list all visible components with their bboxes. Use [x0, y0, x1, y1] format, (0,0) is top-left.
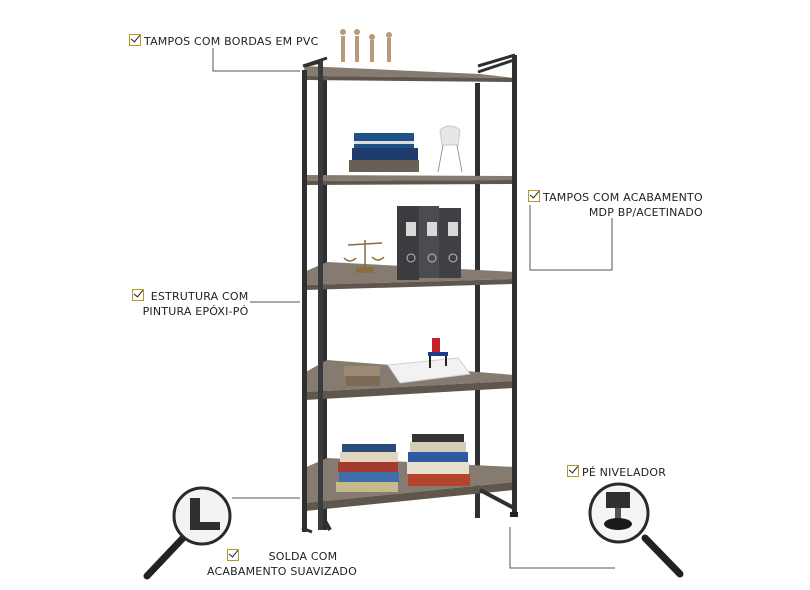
shelf-top: [302, 53, 516, 82]
chair-model: [437, 125, 463, 173]
book-stack-right: [407, 434, 470, 486]
label-pe-nivelador: PÉ NIVELADOR: [567, 465, 666, 479]
check-icon: [129, 34, 141, 46]
label-tampos-bordas: TAMPOS COM BORDAS EM PVC: [129, 34, 319, 48]
balance-scale: [343, 240, 385, 273]
check-icon: [528, 190, 540, 202]
magnifier-foot-detail: [588, 482, 684, 578]
check-icon: [132, 289, 144, 301]
shelf-2: [304, 175, 515, 185]
binders: [397, 206, 461, 280]
label-tampos-acabamento: TAMPOS COM ACABAMENTO MDP BP/ACETINADO: [528, 190, 703, 220]
radio-object: [344, 366, 380, 386]
check-icon: [226, 549, 239, 561]
callout-lines: [212, 48, 615, 569]
check-icon: [567, 465, 579, 477]
book-and-chair: [387, 338, 471, 384]
wooden-figurines: [340, 29, 392, 62]
magnifier-weld-detail: [143, 486, 232, 580]
book-stack-shelf2: [349, 133, 419, 172]
label-estrutura: ESTRUTURA COM PINTURA EPÓXI-PÓ: [132, 289, 248, 319]
book-stack-left: [336, 444, 399, 492]
label-solda: SOLDA COM ACABAMENTO SUAVIZADO: [207, 549, 357, 578]
